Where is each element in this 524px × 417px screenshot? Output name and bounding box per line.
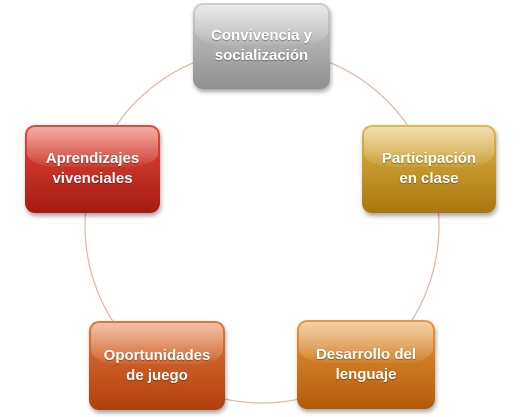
- node-participacion-en-clase: Participación en clase: [362, 125, 496, 213]
- node-oportunidades-de-juego: Oportunidades de juego: [89, 321, 225, 410]
- node-label: Desarrollo del lenguaje: [315, 345, 417, 383]
- node-desarrollo-del-lenguaje: Desarrollo del lenguaje: [297, 320, 435, 409]
- node-label: Convivencia y socialización: [211, 27, 312, 64]
- node-convivencia-socializacion: Convivencia y socialización: [193, 3, 330, 89]
- node-label: Participación en clase: [381, 150, 477, 187]
- node-label: Oportunidades de juego: [103, 346, 211, 384]
- node-label: Aprendizajes vivenciales: [45, 150, 140, 187]
- node-aprendizajes-vivenciales: Aprendizajes vivenciales: [25, 125, 160, 213]
